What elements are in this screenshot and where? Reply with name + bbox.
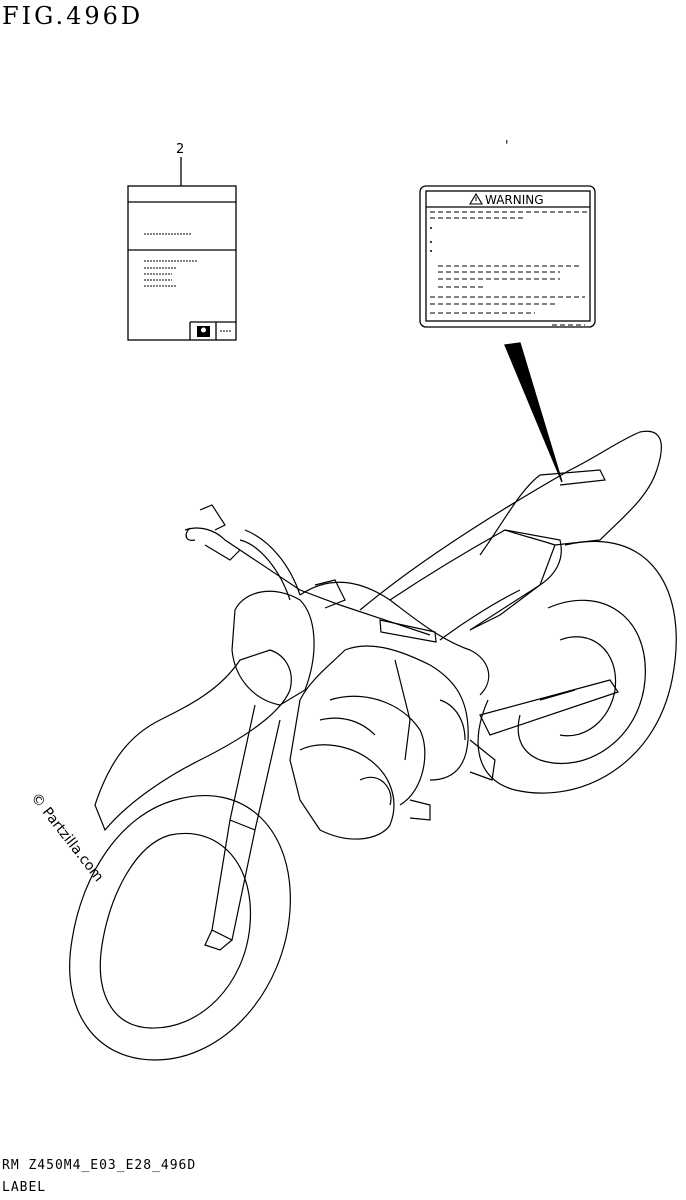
warning-label-part[interactable]: WARNING — [419, 185, 596, 328]
motorcycle-illustration — [69, 430, 677, 1061]
warning-triangle-icon — [469, 192, 483, 205]
brand-logo-icon — [197, 326, 210, 337]
warning-label-leader — [504, 342, 563, 483]
figure-footer-name: LABEL — [2, 1180, 47, 1195]
callout-1-number: ' — [505, 139, 509, 154]
figure-footer-code: RM Z450M4_E03_E28_496D — [2, 1158, 197, 1173]
figure-title: FIG.496D — [2, 2, 144, 30]
warning-heading: WARNING — [485, 193, 544, 207]
info-label-part[interactable] — [127, 185, 237, 341]
callout-2-number: 2 — [176, 142, 184, 157]
